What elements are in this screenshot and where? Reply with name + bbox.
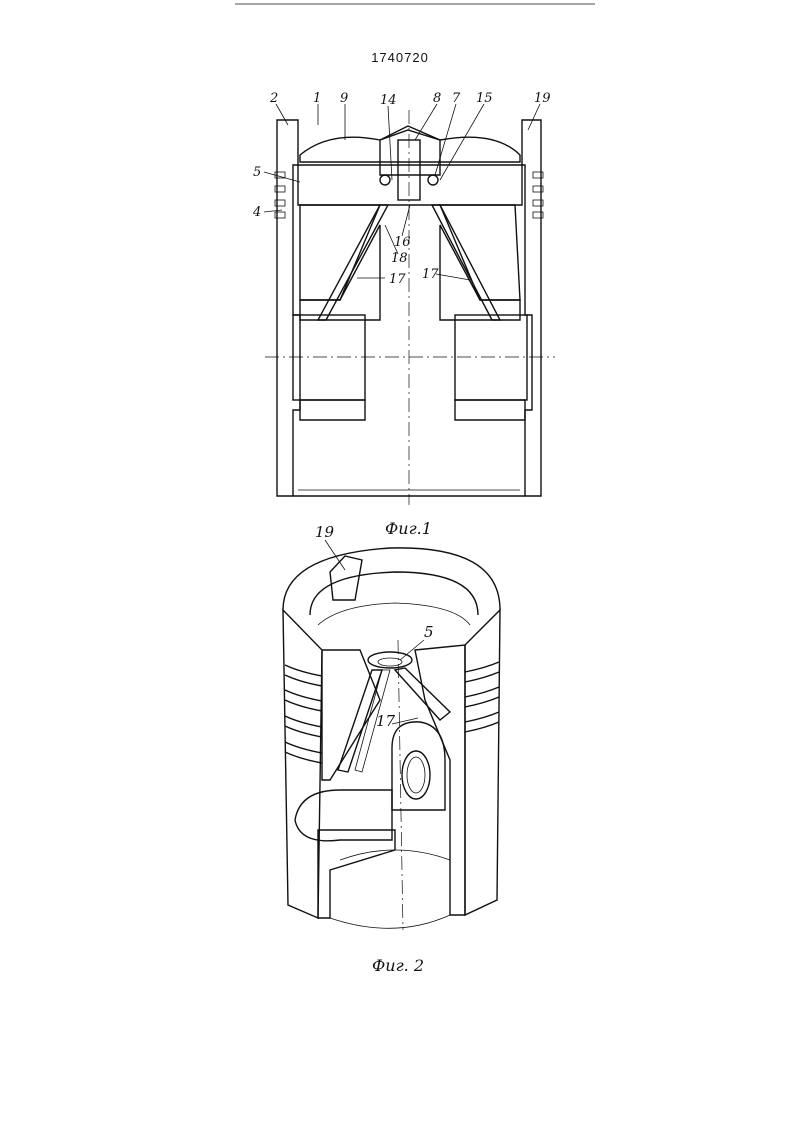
fig1-label-2: 2 bbox=[269, 91, 278, 106]
fig2-oil-channel-a bbox=[337, 669, 383, 773]
fig1-label-14: 14 bbox=[380, 93, 397, 108]
fig1-label-9: 9 bbox=[340, 91, 348, 106]
fig1-label-8: 8 bbox=[433, 91, 441, 106]
fig1-label-7: 7 bbox=[452, 91, 461, 106]
figure2-caption: Фиг. 2 bbox=[372, 956, 425, 975]
fig2-axis bbox=[397, 639, 404, 931]
fig2-oil-channel-b bbox=[393, 667, 452, 721]
fig1-label-19: 19 bbox=[534, 91, 551, 106]
combustion-bowl bbox=[299, 129, 521, 163]
left-cavity bbox=[299, 204, 382, 301]
fig1-label-16: 16 bbox=[394, 235, 411, 250]
right-ring-grooves bbox=[532, 171, 544, 219]
right-lower-boss bbox=[454, 399, 526, 421]
fig2-left-lower-section bbox=[317, 829, 396, 919]
fig1-label-15: 15 bbox=[476, 91, 493, 106]
patent-number: 1740720 bbox=[371, 50, 429, 65]
figure1-caption: Фиг.1 bbox=[385, 519, 432, 538]
fig1-label-17a: 17 bbox=[389, 272, 406, 287]
fig1-label-17b: 17 bbox=[422, 267, 439, 282]
fig2-lower-bore bbox=[294, 789, 393, 842]
figure2-perspective-drawing bbox=[282, 539, 501, 931]
fig1-label-5: 5 bbox=[253, 165, 261, 180]
crown-plate bbox=[297, 164, 523, 206]
right-oil-channel bbox=[430, 204, 502, 321]
right-pin-bore bbox=[454, 314, 528, 401]
left-boss bbox=[299, 224, 381, 321]
fig2-right-grooves bbox=[464, 661, 500, 733]
fig2-left-section bbox=[321, 649, 381, 781]
fig2-left-wall bbox=[282, 608, 323, 920]
fig1-label-18: 18 bbox=[391, 251, 408, 266]
fig2-label-17: 17 bbox=[376, 712, 396, 730]
fig2-cup bbox=[367, 651, 413, 669]
fig2-right-wall bbox=[464, 608, 501, 917]
right-boss bbox=[439, 224, 521, 321]
fig2-pin-boss bbox=[391, 721, 446, 811]
left-oil-channel bbox=[316, 204, 390, 321]
fig2-label-5: 5 bbox=[424, 623, 434, 641]
central-insert bbox=[379, 125, 441, 176]
fig2-label-19: 19 bbox=[315, 523, 335, 541]
fig1-label-4: 4 bbox=[252, 205, 261, 220]
left-pin-bore bbox=[292, 314, 366, 401]
rim-slot bbox=[329, 555, 363, 601]
right-wall bbox=[521, 119, 542, 497]
fig2-pin-hole bbox=[401, 750, 431, 800]
ball-right bbox=[427, 174, 439, 186]
left-ring-grooves bbox=[274, 171, 286, 219]
figure1-section-drawing bbox=[263, 103, 555, 505]
left-lower-boss bbox=[299, 399, 366, 421]
fig2-left-grooves bbox=[284, 664, 323, 764]
fig1-label-1: 1 bbox=[313, 91, 321, 106]
ball-left bbox=[379, 174, 391, 186]
right-cavity bbox=[438, 204, 521, 301]
